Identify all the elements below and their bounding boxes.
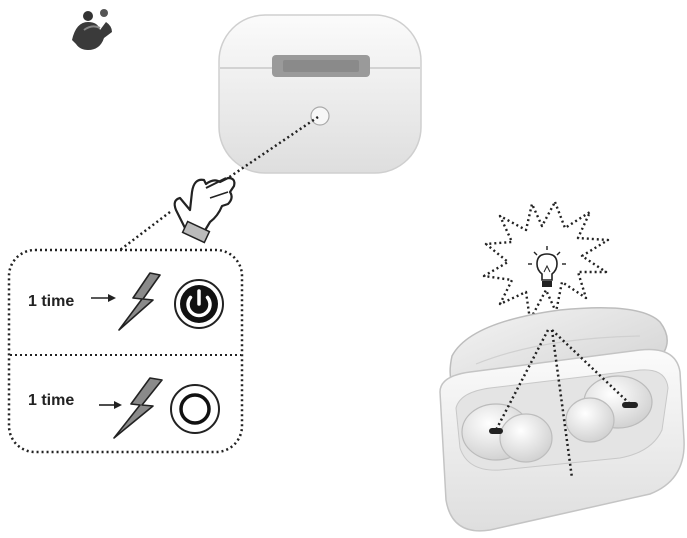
lightning-icon <box>113 377 163 439</box>
hand-connector-line <box>119 211 171 251</box>
step-2-arrow <box>99 401 122 409</box>
ring-icon <box>170 384 220 434</box>
steps-box <box>7 248 244 454</box>
lightning-icon <box>118 272 161 331</box>
people-logo-icon <box>72 9 112 50</box>
step-1-label: 1 time <box>28 293 75 310</box>
power-icon <box>174 279 224 329</box>
open-earbuds-case-icon <box>439 306 685 532</box>
step-2-label: 1 time <box>28 392 75 409</box>
step-1-arrow <box>91 294 116 302</box>
pointer-line <box>227 115 319 180</box>
pointing-hand-icon <box>173 176 236 244</box>
closed-earbuds-case-icon <box>218 14 422 174</box>
light-line-left <box>494 329 550 431</box>
light-bulb-icon <box>528 246 566 287</box>
